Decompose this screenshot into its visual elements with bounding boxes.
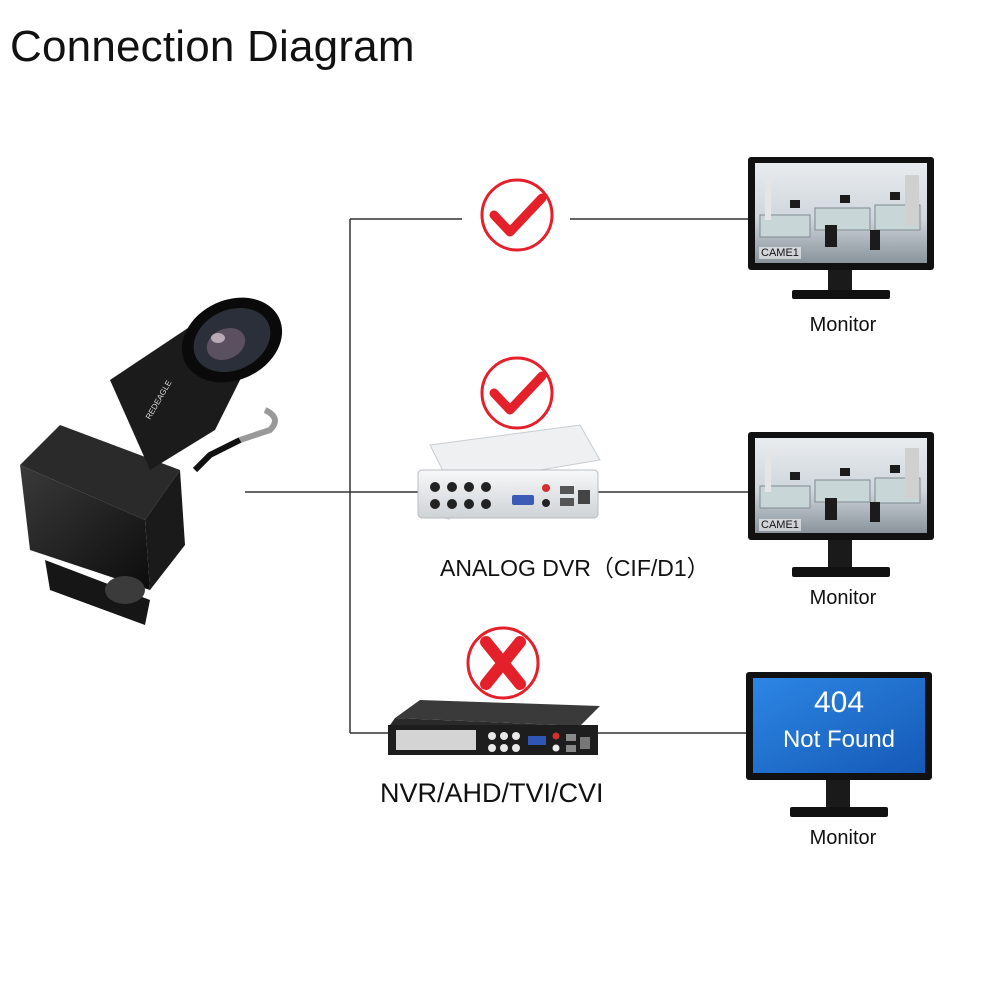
check-icon-middle <box>480 356 554 430</box>
monitor-1-icon <box>748 157 934 299</box>
monitor-3-icon <box>746 672 932 817</box>
monitor-2-label: Monitor <box>809 587 877 609</box>
monitor-2-icon <box>748 432 934 577</box>
monitor-1-label: Monitor <box>809 314 877 336</box>
analog-dvr-icon <box>417 424 601 520</box>
camera-icon: REDEAGLE <box>20 297 283 625</box>
page-title: Connection Diagram <box>10 22 415 71</box>
error-code: 404 <box>813 686 865 719</box>
monitor-2-caption: CAME1 <box>759 519 801 531</box>
nvr-icon <box>388 700 600 755</box>
monitor-1-caption: CAME1 <box>759 247 801 259</box>
error-message: Not Found <box>782 726 896 753</box>
analog-dvr-label: ANALOG DVR（CIF/D1） <box>440 555 710 581</box>
wiring <box>245 218 750 734</box>
nvr-label: NVR/AHD/TVI/CVI <box>380 778 604 808</box>
cross-icon <box>466 626 540 700</box>
monitor-3-label: Monitor <box>809 827 877 849</box>
check-icon-top <box>480 178 554 252</box>
